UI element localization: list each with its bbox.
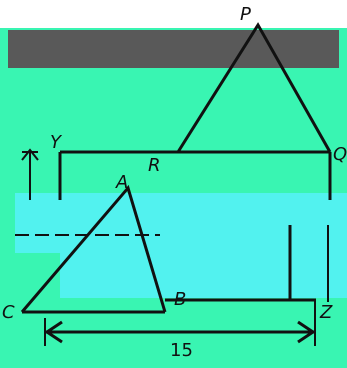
dimension-arrow-right	[297, 320, 316, 344]
left-arrow-head	[21, 148, 39, 161]
label-z: Z	[319, 302, 333, 323]
triangle-cab	[20, 184, 167, 313]
dimension-value: 15	[170, 340, 193, 361]
background-cyan-block	[60, 250, 347, 298]
background-gray-band	[8, 30, 339, 68]
label-c: C	[2, 302, 15, 323]
label-p: P	[240, 4, 251, 25]
dimension-arrow-left	[44, 320, 63, 344]
label-y: Y	[50, 132, 63, 153]
background-cyan-band	[15, 193, 347, 253]
label-q: Q	[333, 144, 347, 165]
label-r: R	[148, 155, 161, 176]
triangle-prq	[176, 22, 332, 153]
label-b: B	[174, 289, 186, 310]
label-a: A	[115, 172, 128, 193]
